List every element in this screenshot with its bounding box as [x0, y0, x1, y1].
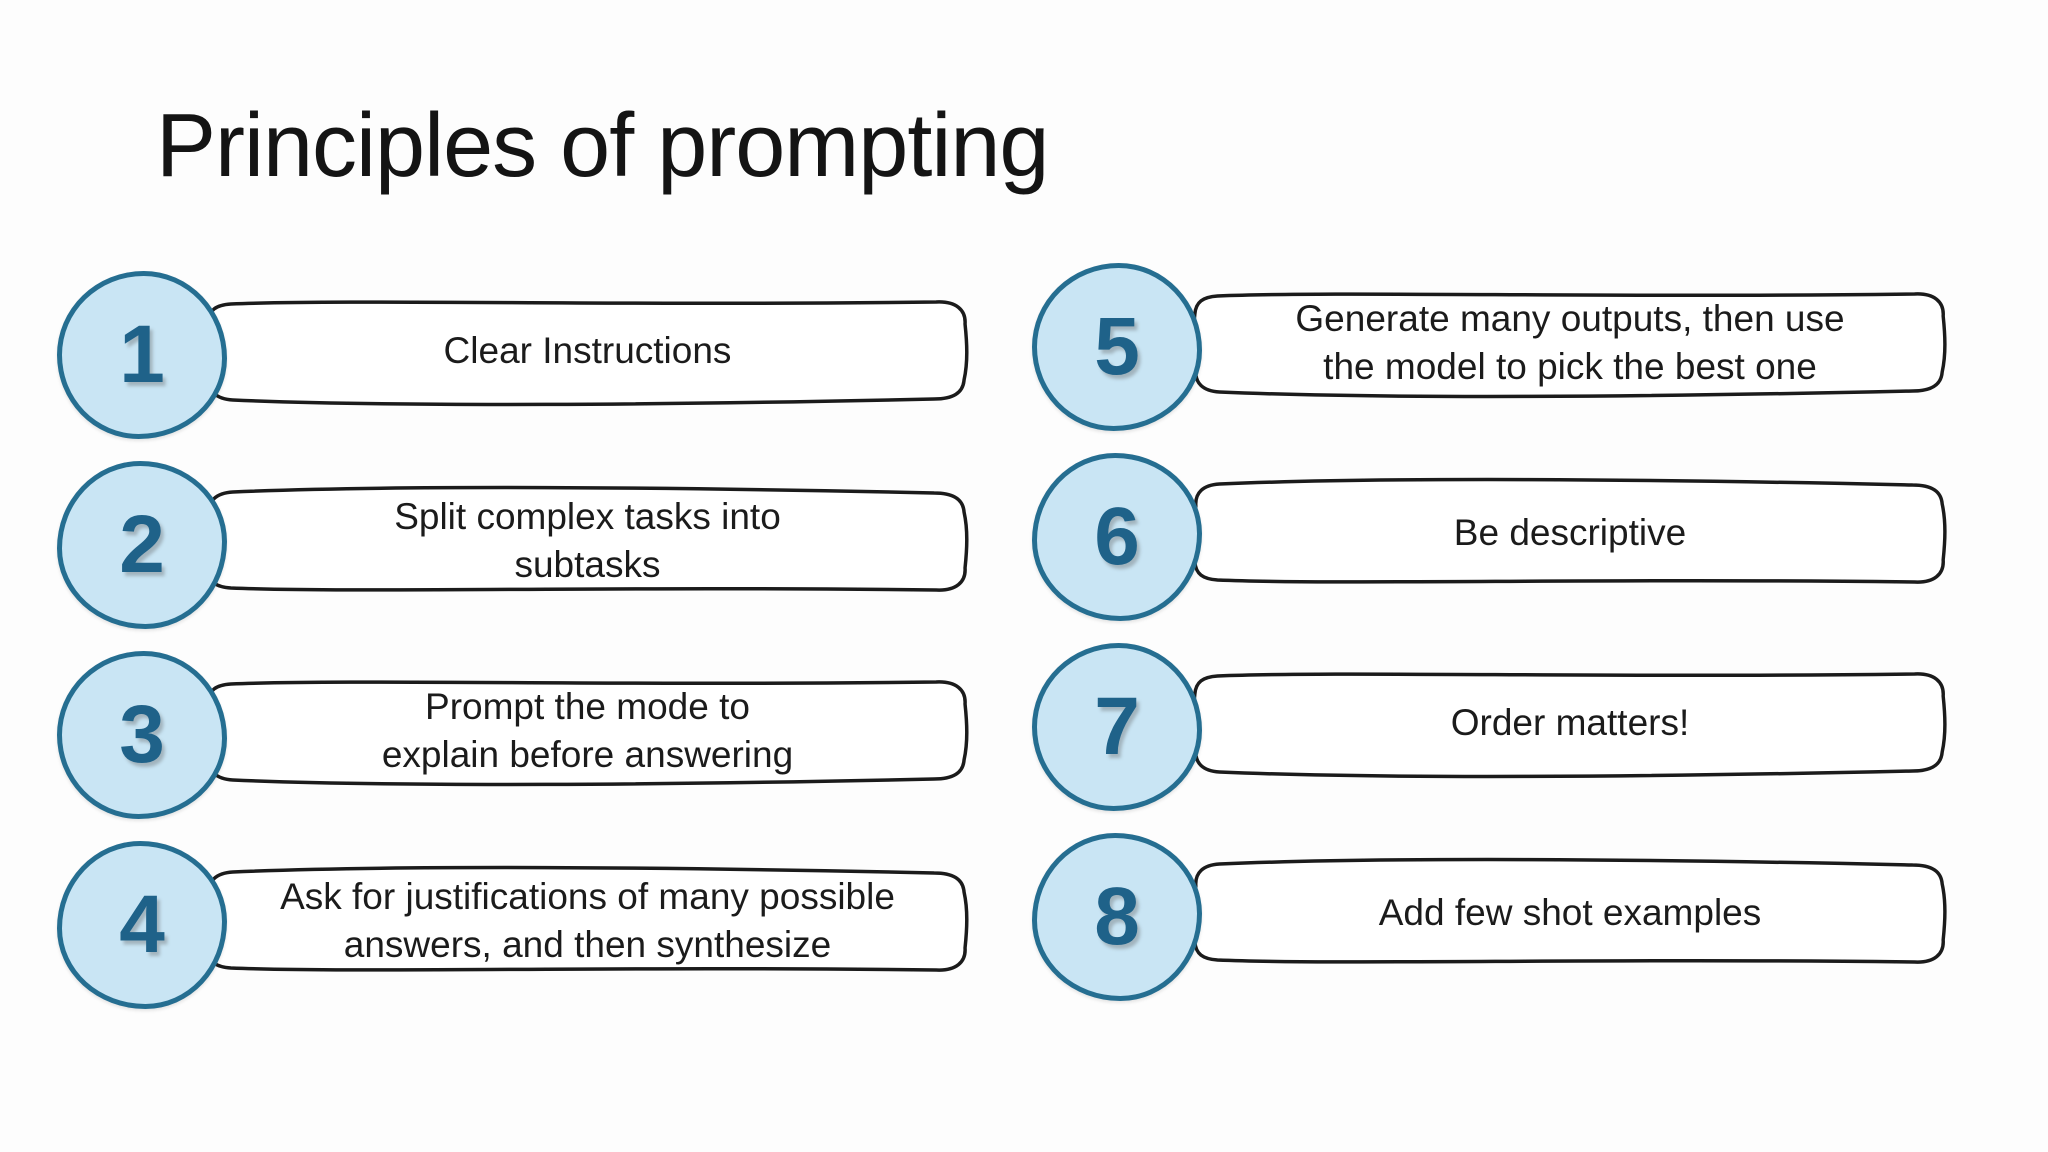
principle-label: Be descriptive — [1453, 511, 1687, 553]
number-badge-1: 1 — [57, 271, 227, 439]
number-badge-8: 8 — [1032, 833, 1202, 1001]
number-badge-7: 7 — [1032, 643, 1202, 811]
page-title: Principles of prompting — [156, 96, 1049, 196]
number-label: 4 — [119, 879, 165, 970]
principle-item-8: Add few shot examples 8 — [1032, 833, 1954, 1001]
principle-label: Clear Instructions — [443, 329, 732, 371]
principle-label: Add few shot examples — [1378, 891, 1762, 933]
principle-label: Ask for justifications of many possible … — [280, 875, 895, 965]
principle-box-3: Prompt the mode to explain before answer… — [199, 675, 976, 787]
principle-box-1: Clear Instructions — [199, 295, 976, 407]
principle-box-4: Ask for justifications of many possible … — [199, 865, 976, 977]
number-badge-3: 3 — [57, 651, 227, 819]
principle-box-5: Generate many outputs, then use the mode… — [1186, 287, 1954, 399]
principle-item-6: Be descriptive 6 — [1032, 453, 1954, 621]
principle-box-6: Be descriptive — [1186, 477, 1954, 589]
principle-item-7: Order matters! 7 — [1032, 643, 1954, 811]
principles-column-left: Clear Instructions 1 Split complex tasks… — [57, 271, 976, 1009]
principle-box-8: Add few shot examples — [1186, 857, 1954, 969]
number-label: 5 — [1094, 301, 1140, 392]
number-label: 6 — [1094, 491, 1140, 582]
principle-item-3: Prompt the mode to explain before answer… — [57, 651, 976, 819]
principle-label: Generate many outputs, then use the mode… — [1295, 297, 1845, 387]
principle-item-4: Ask for justifications of many possible … — [57, 841, 976, 1009]
principles-column-right: Generate many outputs, then use the mode… — [1032, 263, 1954, 1001]
principle-label: Order matters! — [1450, 701, 1690, 743]
number-badge-4: 4 — [57, 841, 227, 1009]
number-label: 2 — [119, 499, 165, 590]
principle-item-2: Split complex tasks into subtasks 2 — [57, 461, 976, 629]
number-label: 8 — [1094, 871, 1140, 962]
number-label: 7 — [1094, 681, 1140, 772]
number-badge-5: 5 — [1032, 263, 1202, 431]
number-badge-6: 6 — [1032, 453, 1202, 621]
principle-box-2: Split complex tasks into subtasks — [199, 485, 976, 597]
number-badge-2: 2 — [57, 461, 227, 629]
number-label: 3 — [119, 689, 165, 780]
principle-label: Split complex tasks into subtasks — [394, 495, 781, 585]
principle-item-1: Clear Instructions 1 — [57, 271, 976, 439]
principle-box-7: Order matters! — [1186, 667, 1954, 779]
number-label: 1 — [119, 309, 165, 400]
principle-item-5: Generate many outputs, then use the mode… — [1032, 263, 1954, 431]
principle-label: Prompt the mode to explain before answer… — [381, 685, 794, 775]
